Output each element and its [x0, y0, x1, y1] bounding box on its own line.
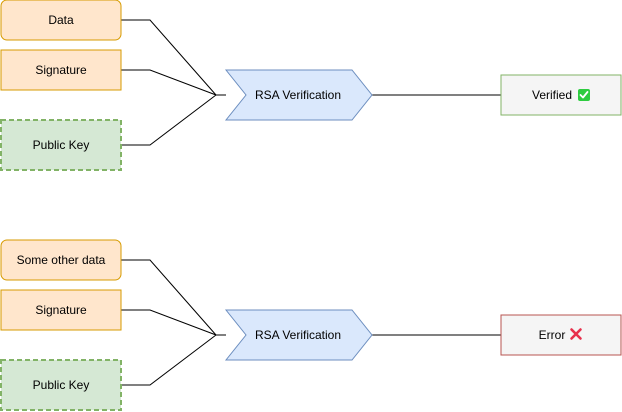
result-error-box: Error	[500, 314, 622, 356]
check-mark-icon	[578, 89, 590, 101]
input-public-key-box: Public Key	[0, 359, 122, 411]
input-public-key-label: Public Key	[33, 138, 90, 152]
process-rsa-verification: RSA Verification	[224, 69, 373, 121]
connector-signature-to-rsa	[121, 69, 217, 96]
process-rsa-verification: RSA Verification	[224, 309, 373, 361]
connector-otherdata-to-rsa	[121, 259, 217, 336]
cross-mark-icon	[570, 328, 582, 340]
result-label: Error	[539, 328, 566, 342]
input-signature-label: Signature	[35, 303, 87, 317]
connector-publickey-to-rsa	[121, 334, 217, 386]
bottom-flow: Some other data Signature Public Key RSA…	[0, 239, 622, 411]
connector-data-to-rsa	[121, 19, 217, 96]
input-public-key-label: Public Key	[33, 378, 90, 392]
input-other-data-box: Some other data	[0, 239, 122, 281]
input-data-label: Data	[48, 13, 74, 27]
connector-publickey-to-rsa	[121, 94, 217, 146]
input-signature-label: Signature	[35, 63, 87, 77]
input-public-key-box: Public Key	[0, 119, 122, 171]
input-other-data-label: Some other data	[17, 253, 106, 267]
input-signature-box: Signature	[0, 49, 122, 91]
top-flow: Data Signature Public Key RSA Verificati…	[0, 0, 622, 171]
result-label: Verified	[532, 88, 572, 102]
result-verified-box: Verified	[500, 74, 622, 116]
connector-signature-to-rsa	[121, 309, 217, 336]
process-label: RSA Verification	[255, 88, 341, 102]
process-label: RSA Verification	[255, 328, 341, 342]
input-signature-box: Signature	[0, 289, 122, 331]
input-data-box: Data	[0, 0, 122, 41]
